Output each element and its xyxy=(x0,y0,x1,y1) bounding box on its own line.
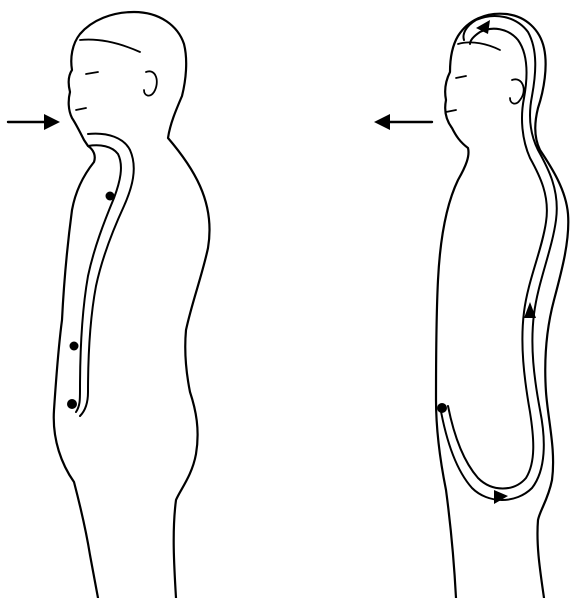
inhale-marker-lower-abdomen xyxy=(67,399,77,409)
inhale-hairline xyxy=(80,40,140,52)
inhale-body-outline xyxy=(54,12,210,598)
exhale-body-outline xyxy=(436,14,568,598)
inhale-figure xyxy=(8,12,210,598)
inhale-eye xyxy=(86,72,98,74)
inhale-arrow-head xyxy=(44,114,60,130)
exhale-ear xyxy=(510,79,524,103)
exhale-marker-crown xyxy=(476,20,490,34)
exhale-eye xyxy=(456,76,466,78)
inhale-marker-upper-abdomen xyxy=(70,342,79,351)
inhale-marker-chest xyxy=(106,192,115,201)
inhale-ear xyxy=(144,71,157,95)
inhale-mouth xyxy=(76,108,86,110)
exhale-marker-tailbone xyxy=(494,490,508,504)
exhale-marker-lower-abdomen xyxy=(437,403,447,413)
exhale-figure xyxy=(374,14,568,598)
exhale-hairline xyxy=(458,42,500,50)
exhale-mouth xyxy=(446,110,456,112)
exhale-arrow-head xyxy=(374,114,390,130)
exhale-channel-outer xyxy=(440,16,557,500)
